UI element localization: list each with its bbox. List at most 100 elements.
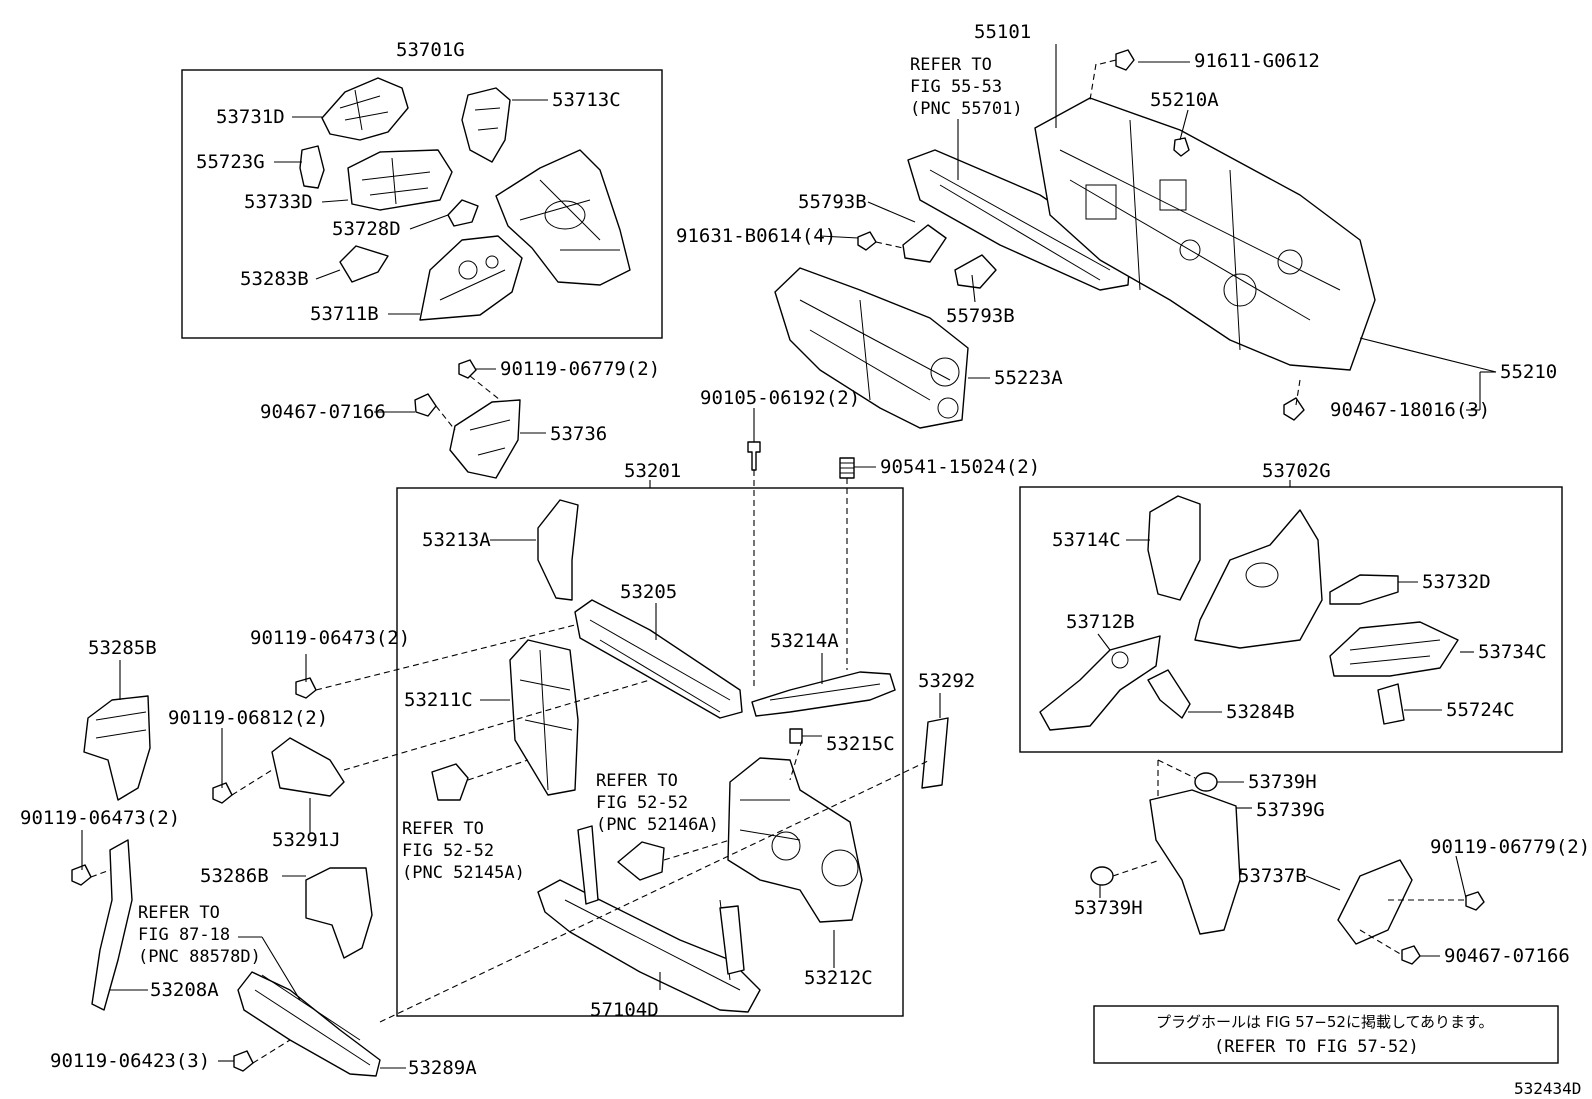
dashed-lines — [90, 59, 1466, 1064]
label-53737b: 53737B — [1238, 865, 1307, 887]
notice-japanese: プラグホールは FIG 57−52に掲載してあります。 — [1156, 1013, 1494, 1031]
part-57104d-shape — [537, 825, 761, 1013]
label-90105-06192: 90105-06192(2) — [700, 387, 860, 409]
part-53289a-shape — [237, 971, 381, 1077]
label-53732d: 53732D — [1422, 571, 1491, 593]
label-90467-07166-right: 90467-07166 — [1444, 945, 1570, 967]
label-53289a: 53289A — [408, 1057, 477, 1079]
part-53211c-shape — [509, 639, 579, 796]
label-53733d: 53733D — [244, 191, 313, 213]
refer-fig52-52-b-line2: FIG 52-52 — [402, 841, 494, 861]
label-53714c: 53714C — [1052, 529, 1121, 551]
label-53701g: 53701G — [396, 39, 465, 61]
label-55724c: 55724C — [1446, 699, 1515, 721]
part-53292-shape — [921, 717, 949, 789]
part-52145a-shape — [431, 763, 469, 801]
part-53214a-shape — [751, 671, 896, 717]
label-53286b: 53286B — [200, 865, 269, 887]
refer-fig52-52-a-line1: REFER TO — [596, 771, 678, 791]
part-53284b-shape — [1147, 669, 1191, 719]
label-90119-06423: 90119-06423(3) — [50, 1050, 210, 1072]
refer-fig52-52-b-line1: REFER TO — [402, 819, 484, 839]
bolt-90119-06812-shape — [212, 782, 233, 804]
label-55210: 55210 — [1500, 361, 1557, 383]
label-55793b-bot: 55793B — [946, 305, 1015, 327]
diagram-id: 532434D — [1514, 1079, 1581, 1098]
part-55793b-top-shape — [902, 224, 947, 263]
label-90119-06473-left: 90119-06473(2) — [20, 807, 180, 829]
refer-fig52-52-a-line2: FIG 52-52 — [596, 793, 688, 813]
bolt-90119-06473-mid-shape — [295, 677, 317, 699]
label-53712b: 53712B — [1066, 611, 1135, 633]
label-90119-06779-right: 90119-06779(2) — [1430, 836, 1590, 858]
refer-fig52-52-b-line3: (PNC 52145A) — [402, 863, 525, 883]
label-53285b: 53285B — [88, 637, 157, 659]
label-55223a: 55223A — [994, 367, 1063, 389]
group-box-53701G — [181, 69, 663, 339]
clip-53739h-bot-shape — [1090, 866, 1114, 886]
label-53728d: 53728D — [332, 218, 401, 240]
part-53736-shape — [449, 399, 521, 479]
part-53286b-shape — [305, 867, 373, 959]
part-53208a-shape — [91, 839, 133, 1011]
part-55723g-shape — [299, 145, 325, 189]
part-53212c-shape — [727, 757, 863, 923]
notice-box — [1093, 1005, 1559, 1064]
part-55210-shape — [1034, 97, 1376, 371]
refer-fig55-53-line2: FIG 55-53 — [910, 77, 1002, 97]
refer-fig87-18-line1: REFER TO — [138, 903, 220, 923]
label-53212c: 53212C — [804, 967, 873, 989]
part-strut-tower-right-shape — [1194, 509, 1323, 649]
label-90119-06779-top: 90119-06779(2) — [500, 358, 660, 380]
refer-fig55-53-line3: (PNC 55701) — [910, 99, 1023, 119]
screw-55210a-shape — [1173, 137, 1190, 157]
part-53731d-shape — [321, 77, 409, 141]
refer-fig52-52-a-line3: (PNC 52146A) — [596, 815, 719, 835]
label-53211c: 53211C — [404, 689, 473, 711]
part-55223a-shape — [774, 267, 969, 429]
label-55210a: 55210A — [1150, 89, 1219, 111]
label-53702g: 53702G — [1262, 460, 1331, 482]
label-55793b-top: 55793B — [798, 191, 867, 213]
label-90541-15024: 90541-15024(2) — [880, 456, 1040, 478]
label-53734c: 53734C — [1478, 641, 1547, 663]
bolt-90119-06779-top-shape — [458, 359, 477, 379]
part-53711b-shape — [419, 235, 523, 321]
label-53208a: 53208A — [150, 979, 219, 1001]
group-box-53702G — [1019, 486, 1563, 753]
label-53736: 53736 — [550, 423, 607, 445]
label-90467-07166-left: 90467-07166 — [260, 401, 386, 423]
screw-91611-shape — [1115, 49, 1135, 71]
bolt-90119-06779-right-shape — [1465, 891, 1485, 911]
part-55101-shape — [907, 149, 1131, 291]
part-53205-shape — [574, 599, 743, 719]
label-55101: 55101 — [974, 21, 1031, 43]
label-53739h-top: 53739H — [1248, 771, 1317, 793]
label-90467-18016: 90467-18016(3) — [1330, 399, 1490, 421]
part-55793b-bot-shape — [954, 254, 997, 289]
part-55724c-shape — [1377, 683, 1405, 725]
part-53733d-shape — [347, 149, 453, 211]
clip-90467-18016-shape — [1283, 397, 1305, 421]
label-53739h-bot: 53739H — [1074, 897, 1143, 919]
notice-english: (REFER TO FIG 57-52) — [1214, 1037, 1419, 1057]
label-53215c: 53215C — [826, 733, 895, 755]
bolt-90119-06423-shape — [233, 1050, 254, 1072]
label-91611-g0612: 91611-G0612 — [1194, 50, 1320, 72]
nut-90541-shape — [839, 457, 855, 479]
label-91631-b0614: 91631-B0614(4) — [676, 225, 836, 247]
label-90119-06473-mid: 90119-06473(2) — [250, 627, 410, 649]
label-53214a: 53214A — [770, 630, 839, 652]
label-53205: 53205 — [620, 581, 677, 603]
part-53728d-shape — [447, 199, 479, 227]
leader-lines — [81, 44, 1497, 1069]
label-53731d: 53731D — [216, 106, 285, 128]
part-53714c-shape — [1147, 495, 1201, 601]
part-53291j-shape — [271, 737, 345, 797]
part-53712b-shape — [1039, 635, 1161, 731]
label-53201: 53201 — [624, 460, 681, 482]
part-53734c-shape — [1329, 621, 1459, 677]
part-53713c-shape — [461, 87, 511, 163]
label-53291j: 53291J — [272, 829, 341, 851]
